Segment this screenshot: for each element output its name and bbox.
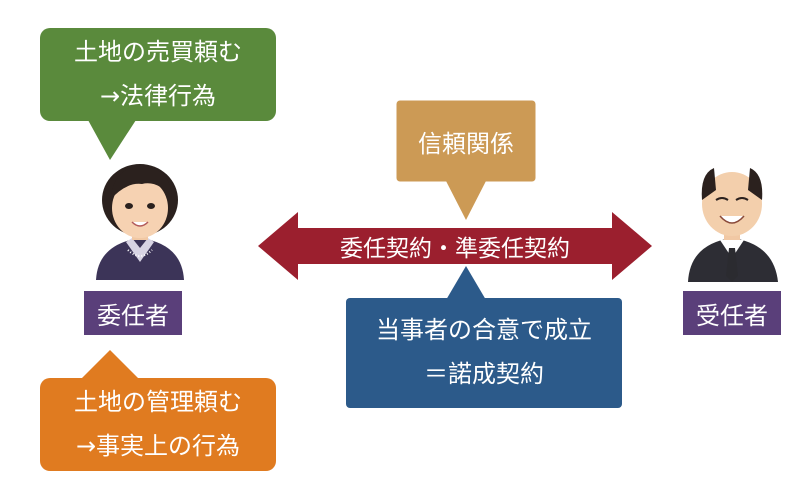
bubble-sale-line2: →法律行為 — [99, 82, 217, 110]
trust-box-label: 信頼関係 — [418, 129, 514, 158]
consensus-line1: 当事者の合意で成立 — [376, 316, 592, 344]
bubble-manage-shape — [40, 350, 276, 471]
mandator-label: 委任者 — [83, 290, 183, 336]
bubble-manage-text: 土地の管理頼む →事実上の行為 — [40, 380, 276, 468]
bubble-sale-text: 土地の売買頼む →法律行為 — [40, 30, 276, 118]
mandatary-label: 受任者 — [682, 290, 782, 336]
bubble-sale-shape — [40, 28, 276, 160]
contract-arrow-label: 委任契約・準委任契約 — [340, 236, 570, 262]
consensus-box-text: 当事者の合意で成立 ＝諾成契約 — [346, 308, 622, 396]
man-figure-icon — [688, 168, 778, 282]
bubble-manage-line1: 土地の管理頼む — [74, 388, 242, 416]
consensus-box-shape — [346, 266, 622, 408]
bubble-sale-line1: 土地の売買頼む — [74, 38, 242, 66]
trust-box-shape — [395, 99, 537, 220]
woman-figure-icon — [96, 164, 184, 280]
consensus-line2: ＝諾成契約 — [424, 360, 544, 388]
bubble-manage-line2: →事実上の行為 — [75, 432, 241, 460]
contract-arrow-shape — [258, 212, 652, 280]
